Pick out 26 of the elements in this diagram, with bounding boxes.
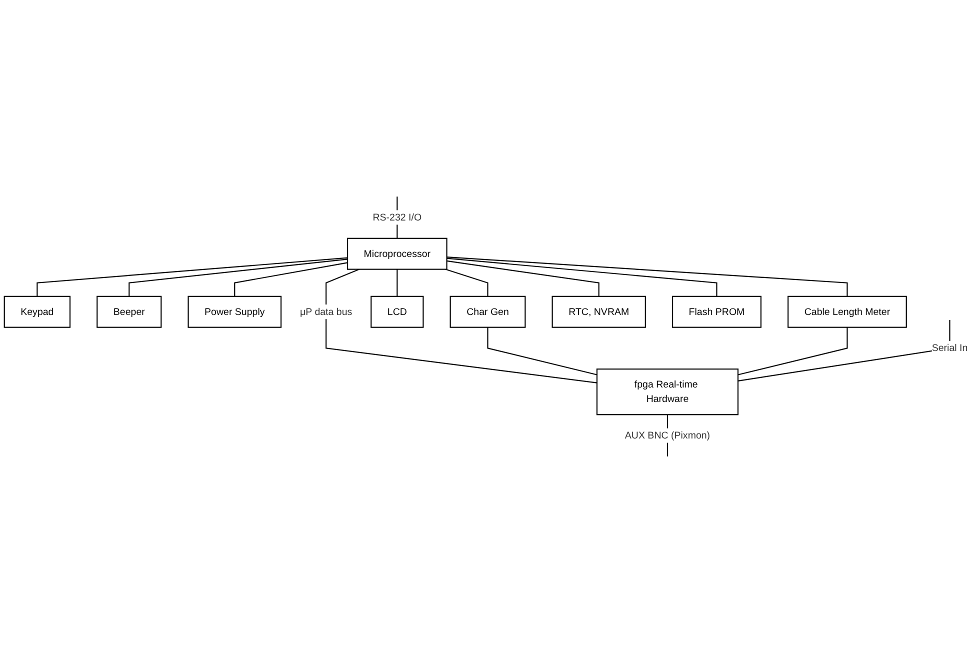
connector	[446, 258, 718, 296]
edge-label: RS-232 I/O	[372, 212, 422, 223]
node-box: Cable Length Meter	[788, 296, 907, 328]
connector	[446, 260, 600, 296]
node-box: Microprocessor	[346, 238, 448, 270]
connector	[487, 327, 598, 376]
connector	[396, 269, 398, 296]
node-box: Beeper	[96, 296, 162, 328]
connector	[445, 268, 488, 296]
connector	[234, 262, 348, 296]
node-box: Char Gen	[450, 296, 526, 328]
connector	[738, 327, 848, 376]
node-box: LCD	[370, 296, 424, 328]
node-box: Power Supply	[188, 296, 282, 328]
connector	[326, 268, 598, 384]
edge-label: μP data bus	[300, 306, 352, 318]
edge-label: Serial In	[932, 342, 968, 354]
connector	[738, 320, 950, 382]
connector	[128, 258, 348, 296]
node-box: fpga Real-time Hardware	[596, 368, 739, 416]
node-box: RTC, NVRAM	[552, 296, 646, 328]
connector	[446, 256, 848, 296]
connector	[36, 257, 348, 296]
node-box: Keypad	[4, 296, 71, 328]
node-box: Flash PROM	[672, 296, 762, 328]
edge-label: AUX BNC (Pixmon)	[624, 430, 710, 441]
